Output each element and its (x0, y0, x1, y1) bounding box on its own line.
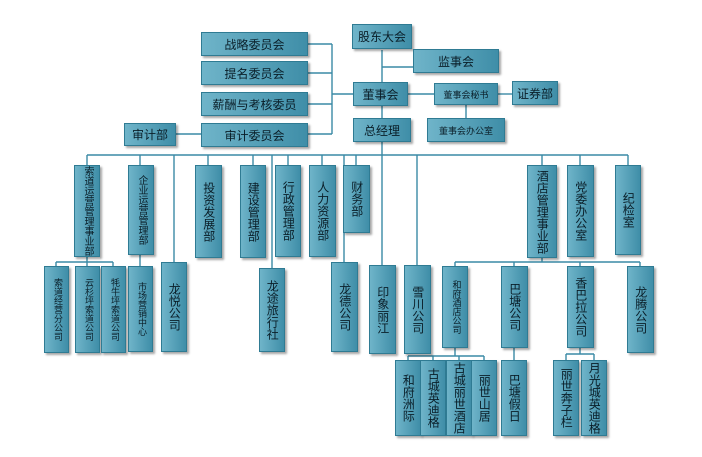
admin-dept-box: 行政管理部 (275, 165, 301, 257)
general-manager-box: 总经理 (353, 118, 411, 142)
lishi-benzilan-box: 丽世奔子栏 (553, 360, 579, 436)
audit-dept-box: 审计部 (124, 123, 176, 146)
construction-dept-label: 建设管理部 (246, 181, 261, 242)
xuechuan-company-label: 雪川公司 (410, 285, 425, 334)
compensation-committee-label: 薪酬与考核委员 (212, 97, 297, 112)
board-office-label: 董事会办公室 (438, 126, 493, 137)
longtu-travel-label: 龙途旅行社 (265, 280, 280, 340)
cableway-division-label: 索道运营管理事业部 (82, 166, 93, 256)
longyue-company-label: 龙悦公司 (167, 283, 182, 331)
hr-dept-box: 人力资源部 (309, 165, 336, 257)
investment-dept-box: 投资发展部 (195, 165, 222, 258)
discipline-office-box: 纪检室 (615, 165, 641, 255)
investment-dept-label: 投资发展部 (201, 181, 216, 242)
longde-company-label: 龙德公司 (337, 283, 352, 331)
general-manager-label: 总经理 (363, 123, 400, 138)
batang-company-label: 巴塘公司 (507, 283, 522, 331)
admin-dept-label: 行政管理部 (281, 181, 296, 241)
hefu-intercontinental-label: 和府洲际 (401, 374, 416, 422)
supervisory-board-box: 监事会 (413, 49, 499, 73)
board-office-box: 董事会办公室 (427, 118, 505, 142)
lishi-benzilan-label: 丽世奔子栏 (559, 368, 574, 428)
board-of-directors-label: 董事会 (362, 87, 399, 102)
hefu-intercontinental-box: 和府洲际 (395, 360, 421, 436)
hotel-division-label: 酒店管理事业部 (535, 169, 550, 254)
securities-dept-label: 证券部 (516, 86, 553, 101)
longde-company-box: 龙德公司 (331, 262, 358, 352)
yunshan-cableway-box: 云杉坪索道公司 (75, 266, 100, 353)
strategy-committee-label: 战略委员会 (224, 37, 285, 52)
longteng-company-box: 龙腾公司 (627, 266, 654, 353)
yunshan-cableway-label: 云杉坪索道公司 (83, 278, 93, 341)
enterprise-ops-dept-label: 企业运营管理部 (136, 175, 147, 245)
hefu-hotel-company-box: 和府酒店公司 (442, 266, 468, 348)
batang-company-box: 巴塘公司 (501, 266, 528, 348)
maoniu-cableway-label: 牦牛坪索道公司 (109, 278, 119, 341)
cableway-division-box: 索道运营管理事业部 (74, 165, 100, 257)
shareholders-meeting-label: 股东大会 (357, 30, 406, 44)
board-secretary-label: 董事会秘书 (443, 90, 489, 101)
audit-dept-label: 审计部 (131, 128, 168, 142)
impression-lijiang-label: 印象丽江 (375, 285, 390, 334)
discipline-office-label: 纪检室 (621, 192, 636, 228)
shangri-la-company-box: 香巴拉公司 (567, 266, 594, 348)
shareholders-meeting-box: 股东大会 (352, 24, 412, 49)
lishi-mountain-lodge-label: 丽世山居 (477, 374, 492, 422)
marketing-center-box: 市场营销中心 (128, 266, 153, 352)
hefu-hotel-company-label: 和府酒店公司 (450, 280, 461, 334)
supervisory-board-label: 监事会 (437, 54, 474, 69)
lishi-mountain-lodge-box: 丽世山居 (471, 360, 497, 436)
cableway-branch-label: 索道经营分公司 (52, 278, 62, 341)
nomination-committee-box: 提名委员会 (201, 61, 308, 85)
moonlight-city-indigo-box: 月光城英迪格 (581, 360, 607, 436)
longtu-travel-box: 龙途旅行社 (259, 268, 285, 352)
strategy-committee-box: 战略委员会 (201, 32, 308, 56)
maoniu-cableway-box: 牦牛坪索道公司 (101, 266, 126, 353)
finance-dept-label: 财务部 (349, 181, 364, 217)
batang-holiday-label: 巴塘假日 (507, 374, 522, 422)
marketing-center-label: 市场营销中心 (136, 282, 146, 336)
board-of-directors-box: 董事会 (353, 82, 408, 106)
enterprise-ops-dept-box: 企业运营管理部 (128, 165, 154, 255)
finance-dept-box: 财务部 (343, 165, 370, 233)
party-office-label: 党委办公室 (573, 181, 588, 241)
compensation-committee-box: 薪酬与考核委员 (201, 92, 308, 116)
board-secretary-box: 董事会秘书 (434, 83, 498, 105)
construction-dept-box: 建设管理部 (240, 165, 266, 258)
batang-holiday-box: 巴塘假日 (501, 360, 527, 436)
shangri-la-company-label: 香巴拉公司 (573, 277, 588, 337)
xuechuan-company-box: 雪川公司 (404, 265, 431, 354)
longyue-company-box: 龙悦公司 (161, 262, 187, 352)
party-office-box: 党委办公室 (567, 165, 594, 257)
nomination-committee-label: 提名委员会 (224, 66, 285, 81)
hotel-division-box: 酒店管理事业部 (527, 165, 557, 258)
cableway-branch-box: 索道经营分公司 (44, 266, 69, 353)
old-town-lishi-hotel-box: 古城丽世酒店 (446, 360, 472, 436)
impression-lijiang-box: 印象丽江 (369, 265, 396, 354)
old-town-indigo-box: 古城英迪格 (420, 360, 446, 436)
longteng-company-label: 龙腾公司 (633, 285, 648, 334)
audit-committee-box: 审计委员会 (201, 123, 308, 147)
securities-dept-box: 证券部 (512, 81, 558, 105)
old-town-indigo-label: 古城英迪格 (426, 368, 441, 428)
hr-dept-label: 人力资源部 (315, 181, 330, 241)
old-town-lishi-hotel-label: 古城丽世酒店 (452, 362, 467, 434)
audit-committee-label: 审计委员会 (224, 128, 285, 143)
moonlight-city-indigo-label: 月光城英迪格 (587, 362, 602, 434)
